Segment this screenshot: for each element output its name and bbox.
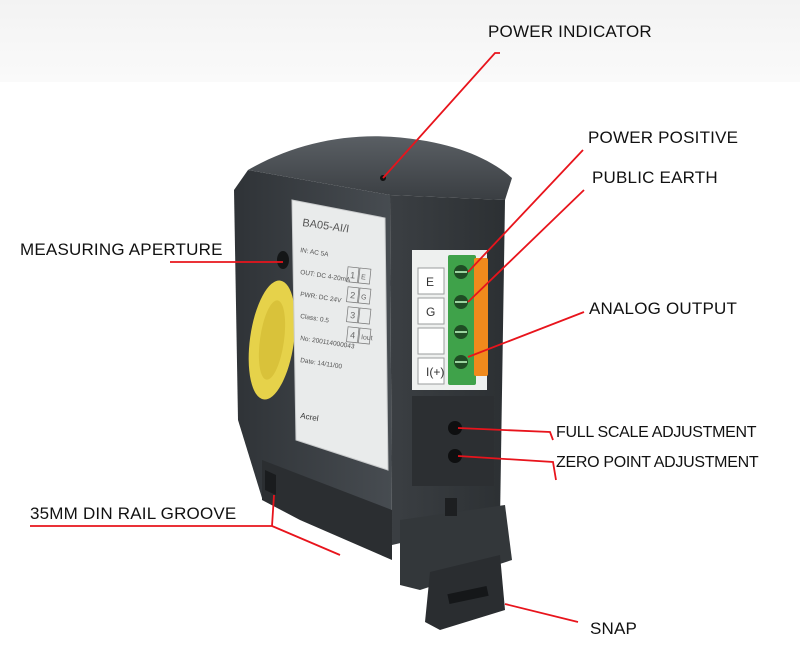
spec-label [291, 199, 389, 471]
brand-text: Acrel [300, 411, 320, 423]
adjust-panel [412, 396, 494, 486]
terminal-number-box: 4 Iout [346, 326, 373, 345]
housing-top [248, 136, 512, 200]
spec-line: IN: AC 5A [300, 247, 330, 258]
panel-letter-box [417, 267, 445, 295]
panel-letter: G [426, 305, 435, 319]
label-power-positive: POWER POSITIVE [588, 128, 739, 147]
callout-analog-output [467, 311, 585, 358]
measuring-aperture-hole [277, 251, 289, 269]
callout-power-positive [467, 149, 584, 273]
terminal-block-orange [474, 258, 488, 376]
svg-text:1: 1 [350, 270, 356, 280]
svg-text:Iout: Iout [361, 334, 373, 342]
zero-point-pot [448, 449, 462, 463]
panel-letters: E G I(+) [417, 267, 445, 385]
callout-zero-point [457, 455, 557, 481]
full-scale-pot [448, 421, 462, 435]
panel-letter: E [426, 275, 434, 289]
svg-text:2: 2 [350, 290, 356, 300]
label-analog-output: ANALOG OUTPUT [589, 299, 738, 318]
housing-base [262, 460, 392, 560]
callout-power-indicator [382, 52, 500, 179]
terminal-number-box: 3 [346, 306, 372, 325]
panel-letter: I(+) [426, 365, 444, 379]
panel-letter-box [417, 357, 445, 385]
label-public-earth: PUBLIC EARTH [592, 168, 718, 187]
svg-text:E: E [361, 274, 367, 281]
svg-text:4: 4 [350, 330, 356, 340]
label-din-rail-groove: 35MM DIN RAIL GROOVE [30, 504, 237, 523]
panel-letter-box [417, 297, 445, 325]
spec-line: Class: 0.5 [300, 313, 330, 324]
svg-text:3: 3 [350, 310, 356, 320]
callout-public-earth [467, 189, 585, 303]
top-banner [0, 0, 800, 82]
snap-slot [447, 585, 489, 605]
din-groove [265, 470, 276, 495]
label-zero-point-adjustment: ZERO POINT ADJUSTMENT [556, 454, 759, 471]
label-measuring-aperture: MEASURING APERTURE [20, 240, 223, 259]
panel-letter-box [417, 327, 445, 355]
callout-din-rail-groove-2 [271, 525, 341, 556]
terminal-block-green [448, 255, 476, 385]
label-full-scale-adjustment: FULL SCALE ADJUSTMENT [556, 424, 757, 441]
callout-snap [504, 603, 579, 623]
svg-text:G: G [361, 294, 367, 302]
label-snap: SNAP [590, 619, 638, 638]
label-power-indicator: POWER INDICATOR [488, 22, 652, 41]
callout-full-scale [457, 427, 554, 441]
